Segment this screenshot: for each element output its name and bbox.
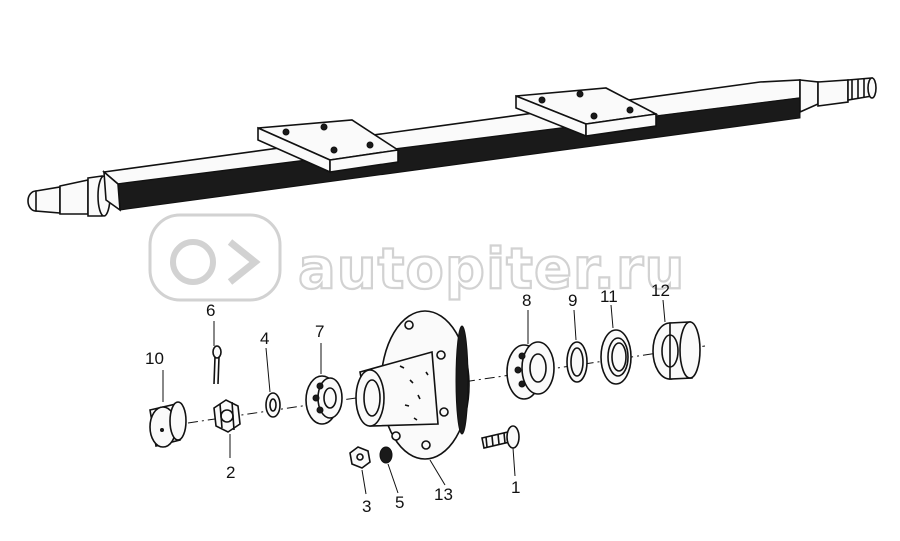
part-6-cotter-pin	[212, 345, 222, 385]
callout-12: 12	[651, 281, 670, 300]
part-10-hub-cap	[149, 401, 187, 448]
leader-lines	[162, 299, 666, 495]
part-2-castle-nut	[213, 399, 241, 433]
callout-labels: 10 6 4 7 2 3 5 13 1 8 9 11 12	[145, 281, 670, 516]
part-11-seal	[600, 329, 632, 385]
right-spindle	[799, 77, 877, 114]
watermark-logo-arrow	[227, 239, 261, 285]
callout-13: 13	[434, 485, 453, 504]
watermark-logo-a	[170, 239, 216, 285]
beam-front-face	[117, 97, 801, 211]
callout-1: 1	[511, 478, 520, 497]
part-5-lock-washer	[379, 446, 393, 464]
part-3-wheel-nut	[349, 446, 371, 469]
part-7-outer-bearing	[305, 375, 343, 425]
callout-11: 11	[600, 287, 618, 306]
callout-8: 8	[522, 291, 531, 310]
part-4-washer	[265, 392, 281, 418]
part-1-wheel-stud	[481, 425, 520, 449]
part-9-spacer-ring	[566, 341, 588, 383]
beam-end-left	[103, 170, 121, 212]
callout-4: 4	[260, 329, 269, 348]
callout-6: 6	[206, 301, 215, 320]
callout-5: 5	[395, 493, 404, 512]
callout-7: 7	[315, 322, 324, 341]
part-8-inner-bearing	[506, 341, 555, 400]
spring-pad-left	[257, 119, 401, 174]
callout-3: 3	[362, 497, 371, 516]
watermark: autopiter.ru	[148, 213, 685, 303]
callout-2: 2	[226, 463, 235, 482]
left-spindle	[27, 175, 111, 217]
callout-9: 9	[568, 291, 577, 310]
axle-beam	[27, 77, 877, 217]
spring-pad-right	[515, 87, 659, 138]
watermark-logo-box	[148, 213, 282, 302]
watermark-text: autopiter.ru	[298, 237, 685, 302]
callout-10: 10	[145, 349, 164, 368]
part-12-seal-housing	[652, 321, 701, 380]
part-13-wheel-hub	[355, 310, 470, 460]
